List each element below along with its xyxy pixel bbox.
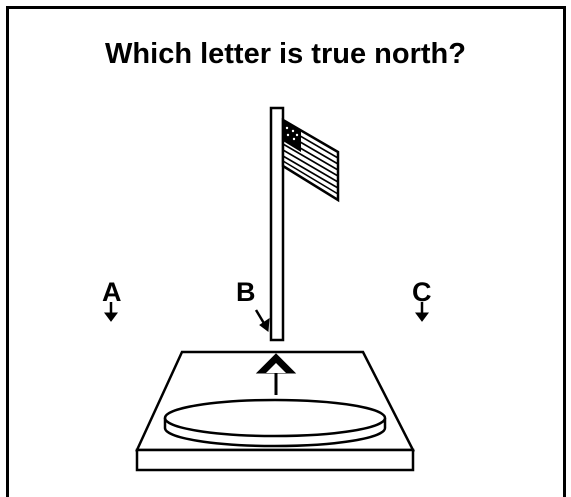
option-a[interactable]: A bbox=[102, 277, 122, 321]
option-c[interactable]: C bbox=[412, 277, 432, 321]
option-b-letter: B bbox=[236, 277, 256, 307]
compass-dial-top bbox=[165, 400, 385, 436]
flag-pole bbox=[271, 108, 283, 340]
flag-icon bbox=[283, 120, 338, 200]
compass-base-front-face bbox=[137, 450, 413, 470]
option-b-arrow-icon bbox=[256, 310, 269, 331]
option-b[interactable]: B bbox=[236, 277, 269, 331]
